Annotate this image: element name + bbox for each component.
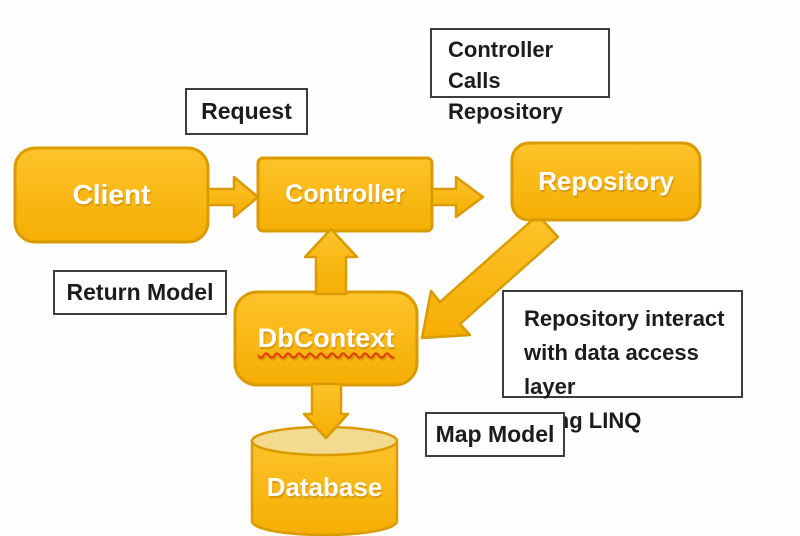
arrow-repository-to-dbcontext	[420, 213, 560, 340]
map-model-note: Map Model	[425, 412, 565, 457]
request-note: Request	[185, 88, 308, 135]
database-node	[250, 425, 399, 536]
dbcontext-node	[233, 290, 419, 387]
request-note-text: Request	[201, 98, 292, 124]
controller-node	[256, 156, 434, 233]
arrow-controller-to-repository	[430, 175, 485, 219]
repository-node	[510, 141, 702, 222]
arrow-client-to-controller	[206, 175, 260, 219]
repository-interact-note: Repository interact with data access lay…	[502, 290, 743, 433]
map-model-note-text: Map Model	[435, 421, 555, 447]
arrow-dbcontext-to-controller	[303, 227, 359, 296]
client-node	[13, 146, 210, 244]
return-model-note-text: Return Model	[66, 279, 214, 305]
repository-interact-note-line2: with data access layer	[524, 340, 699, 399]
database-cylinder-body	[250, 439, 399, 536]
repository-interact-note-line1: Repository interact	[524, 306, 725, 331]
controller-calls-repository-note: Controller Calls Repository	[430, 28, 610, 124]
return-model-note: Return Model	[53, 270, 227, 315]
controller-calls-note-line1: Controller Calls	[448, 37, 554, 93]
controller-calls-note-line2: Repository	[448, 99, 563, 124]
arrow-dbcontext-to-database	[302, 382, 350, 440]
